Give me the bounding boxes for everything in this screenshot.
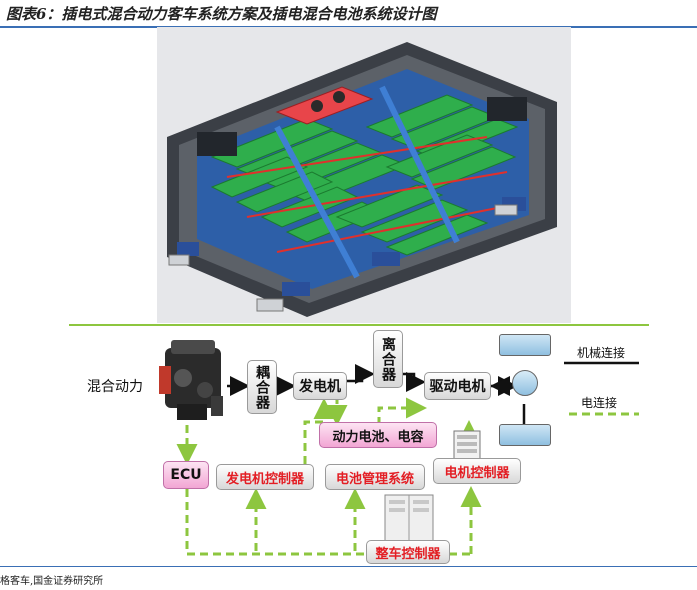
title-bar: 图表6：插电式混合动力客车系统方案及插电混合电池系统设计图 [0,0,697,28]
bms-box: 电池管理系统 [325,464,425,490]
battery-pack-render [157,27,571,323]
hybrid-power-label: 混合动力 [87,379,143,395]
figure-title: 图表6：插电式混合动力客车系统方案及插电混合电池系统设计图 [6,5,437,23]
source-note: 格客车,国金证券研究所 [0,576,104,587]
wheel-top [499,334,551,356]
generator-controller-box: 发电机控制器 [216,464,314,490]
legend-mechanical-label: 机械连接 [577,346,626,360]
drive-motor-box: 驱动电机 [424,372,491,400]
clutch-box: 离合器 [373,330,403,388]
legend-electrical-label: 电连接 [581,396,618,410]
wheel-bottom [499,424,551,446]
motor-controller-icon [453,430,481,464]
differential-icon [512,370,538,396]
generator-box: 发电机 [293,372,347,400]
hybrid-system-diagram: 混合动力 耦合器 发电机 离合器 驱动电机 动力电池、电容 ECU 发电机控制器… [69,326,697,566]
battery-capacitor-box: 动力电池、电容 [319,422,437,448]
vehicle-controller-box: 整车控制器 [366,540,450,564]
ecu-box: ECU [163,461,209,489]
coupler-box: 耦合器 [247,360,277,414]
divider-line [69,324,649,326]
vehicle-controller-cabinet-icon [384,494,434,542]
engine-icon [159,340,223,420]
footer-divider [0,566,697,567]
motor-controller-box: 电机控制器 [433,458,521,484]
